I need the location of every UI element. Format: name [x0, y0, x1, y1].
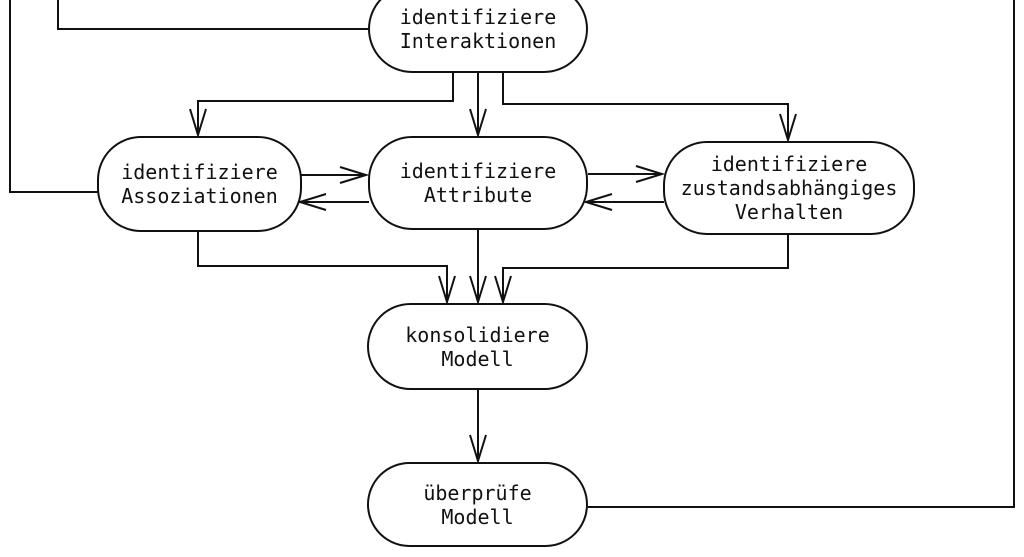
edge-assoziationen-to-konsolidiere — [197, 232, 456, 306]
edge-ueberpruefe-feedback-right — [588, 0, 1015, 508]
node-label-line: identifiziere — [399, 5, 557, 29]
node-identifiziere-attribute: identifiziere Attribute — [368, 136, 588, 230]
node-label-line: konsolidiere — [405, 322, 550, 347]
node-label-line: Interaktionen — [399, 29, 557, 53]
node-identifiziere-assoziationen: identifiziere Assoziationen — [97, 136, 302, 232]
edge-verhalten-to-attribute — [582, 193, 664, 211]
node-ueberpruefe-modell: überprüfe Modell — [367, 462, 588, 547]
edge-konsolidiere-to-ueberpruefe — [469, 390, 487, 465]
edge-feedback-left-to-interaktionen — [57, 0, 369, 30]
edge-interaktionen-to-attribute — [469, 73, 487, 139]
node-label-line: identifiziere — [399, 159, 557, 183]
edge-attribute-to-konsolidiere — [469, 230, 487, 306]
node-label-line: Attribute — [423, 183, 533, 207]
node-label-line: Modell — [441, 346, 514, 371]
edge-interaktionen-to-assoziationen — [189, 73, 454, 139]
edge-attribute-to-assoziationen — [296, 193, 369, 211]
arrowhead-left-icon — [296, 193, 327, 211]
edge-attribute-to-verhalten — [588, 165, 666, 183]
arrowhead-down-icon — [438, 275, 456, 306]
edge-interaktionen-to-verhalten — [502, 73, 797, 144]
arrowhead-right-icon — [635, 165, 666, 183]
arrowhead-down-icon — [469, 275, 487, 306]
node-label-line: identifiziere — [710, 152, 868, 176]
arrowhead-down-icon — [469, 434, 487, 465]
arrowhead-down-icon — [779, 113, 797, 144]
node-label-line: Modell — [441, 504, 514, 529]
edge-feedback-left-to-assoziationen — [9, 0, 98, 193]
edge-verhalten-to-konsolidiere — [494, 235, 789, 306]
node-identifiziere-zustandsabhaengiges-verhalten: identifiziere zustandsabhängiges Verhalt… — [663, 141, 915, 235]
arrowhead-down-icon — [494, 275, 512, 306]
node-identifiziere-interaktionen: identifiziere Interaktionen — [368, 0, 588, 73]
arrowhead-right-icon — [339, 166, 370, 184]
arrowhead-down-icon — [189, 108, 207, 139]
node-label-line: zustandsabhängiges — [680, 176, 898, 200]
arrowhead-left-icon — [582, 193, 613, 211]
node-label-line: Assoziationen — [121, 184, 278, 208]
node-label-line: Verhalten — [734, 200, 844, 224]
node-label-line: identifiziere — [121, 160, 278, 184]
arrowhead-down-icon — [469, 108, 487, 139]
node-label-line: überprüfe — [423, 480, 532, 505]
edge-assoziationen-to-attribute — [300, 166, 370, 184]
node-konsolidiere-modell: konsolidiere Modell — [367, 303, 588, 390]
